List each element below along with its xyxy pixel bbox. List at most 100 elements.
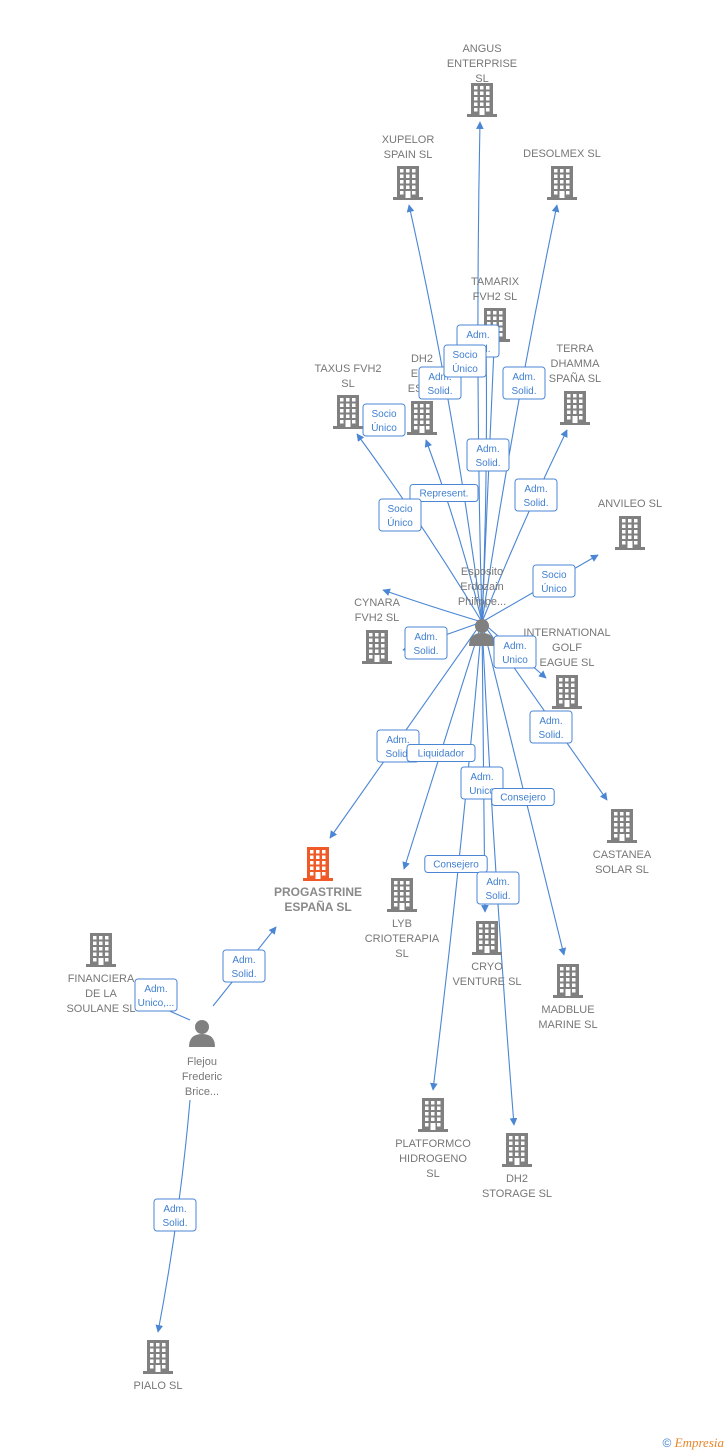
relation-box-progastrine[interactable]: Adm.Solid.	[222, 949, 266, 983]
progastrine-building-icon[interactable]	[303, 847, 333, 881]
platformco-building-icon[interactable]	[418, 1098, 448, 1132]
relation-box-dh2storage[interactable]: Adm.Solid.	[476, 871, 520, 905]
taxus-building-icon[interactable]	[333, 395, 363, 429]
relation-box-terra[interactable]: Adm. Solid.	[514, 478, 558, 512]
xupelor-label-line: XUPELOR	[382, 134, 435, 146]
relation-label: Adm.Unico	[502, 641, 528, 666]
relation-box-lyb[interactable]: Liquidador	[406, 744, 476, 762]
relation-label: Liquidador	[418, 749, 465, 760]
intgolf-label-line: GOLF	[552, 642, 582, 654]
cryo-building-icon[interactable]	[472, 921, 502, 955]
xupelor-building-icon[interactable]	[393, 166, 423, 200]
relation-label-line: Adm.	[524, 484, 547, 495]
desolmex-label-line: DESOLMEX SL	[523, 148, 601, 160]
castanea-building-icon[interactable]	[607, 809, 637, 843]
relation-box-castanea[interactable]: Adm.Solid.	[529, 710, 573, 744]
angus-label-line: SL	[475, 73, 488, 85]
anvileo-building-icon[interactable]	[615, 516, 645, 550]
pialo-label[interactable]: PIALO SL	[134, 1380, 183, 1392]
relation-box-financiera[interactable]: Adm.Unico,...	[134, 978, 178, 1012]
relation-label: Adm.Solid.	[162, 1204, 187, 1229]
relation-box-madblue[interactable]: Consejero	[491, 788, 555, 806]
lyb-building-icon[interactable]	[387, 878, 417, 912]
relation-label: Consejero	[500, 793, 546, 804]
castanea-label-line: CASTANEA	[593, 849, 652, 861]
relation-label: Adm. Solid.	[523, 484, 548, 509]
dh2energy-building-icon[interactable]	[407, 401, 437, 435]
relation-label-line: Solid.	[485, 891, 510, 902]
financiera-label-line: FINANCIERA	[68, 973, 135, 985]
relation-label: Consejero	[433, 860, 479, 871]
desolmex-label[interactable]: DESOLMEX SL	[523, 148, 601, 160]
esposito-label-line: Esposito	[461, 566, 503, 578]
brand-name[interactable]: Empresia	[674, 1435, 724, 1450]
platformco-label-line: SL	[426, 1168, 439, 1180]
edge-cynara	[382, 588, 483, 623]
relation-label: Adm.Solid.	[427, 372, 452, 397]
lyb-label-line: SL	[395, 948, 408, 960]
castanea-label[interactable]: CASTANEA SOLAR SL	[593, 849, 652, 876]
tamarix-label[interactable]: TAMARIX FVH2 SL	[471, 276, 520, 303]
relation-label-line: Socio	[452, 350, 477, 361]
relation-label-line: Adm.	[539, 716, 562, 727]
tamarix-label-line: TAMARIX	[471, 276, 520, 288]
relation-box-intgolf[interactable]: Adm.Unico	[493, 635, 537, 669]
terra-building-icon[interactable]	[560, 391, 590, 425]
angus-building-icon[interactable]	[467, 83, 497, 117]
relation-label: Represent.	[420, 489, 469, 500]
relation-box-cynara[interactable]: Adm.Solid.	[404, 626, 448, 660]
flejou-person-icon[interactable]	[189, 1020, 215, 1047]
relation-box-tamarix[interactable]: Adm.Solid.	[466, 438, 510, 472]
angus-label-line: ENTERPRISE	[447, 58, 517, 70]
esposito-person-icon[interactable]	[469, 619, 495, 646]
intgolf-building-icon[interactable]	[552, 675, 582, 709]
relation-label-line: Solid.	[523, 498, 548, 509]
relation-label-line: Solid.	[427, 386, 452, 397]
relation-label-line: Adm.	[476, 444, 499, 455]
dh2storage-building-icon[interactable]	[502, 1133, 532, 1167]
relation-label-line: Adm.	[503, 641, 526, 652]
relation-box-dh2energy[interactable]: Represent.	[409, 484, 479, 502]
cynara-building-icon[interactable]	[362, 630, 392, 664]
madblue-label-line: MARINE SL	[538, 1019, 597, 1031]
relation-label: Adm.Solid.	[231, 955, 256, 980]
pialo-building-icon[interactable]	[143, 1340, 173, 1374]
relation-label-line: Adm.	[414, 632, 437, 643]
financiera-building-icon[interactable]	[86, 933, 116, 967]
castanea-label-line: SOLAR SL	[595, 864, 649, 876]
pialo-label-line: PIALO SL	[134, 1380, 183, 1392]
relation-label-line: Adm.	[386, 735, 409, 746]
relation-box-desolmex[interactable]: Adm.Solid.	[502, 366, 546, 400]
relation-label-line: Unico	[469, 786, 495, 797]
relation-box-platformco[interactable]: Consejero	[424, 855, 488, 873]
relation-box-pialo[interactable]: Adm.Solid.	[153, 1198, 197, 1232]
relation-label: Adm.Unico,...	[138, 984, 175, 1009]
madblue-building-icon[interactable]	[553, 964, 583, 998]
relation-label-line: Único	[541, 582, 567, 595]
tamarix-label-line: FVH2 SL	[473, 291, 518, 303]
anvileo-label[interactable]: ANVILEO SL	[598, 498, 662, 510]
anvileo-label-line: ANVILEO SL	[598, 498, 662, 510]
desolmex-building-icon[interactable]	[547, 166, 577, 200]
